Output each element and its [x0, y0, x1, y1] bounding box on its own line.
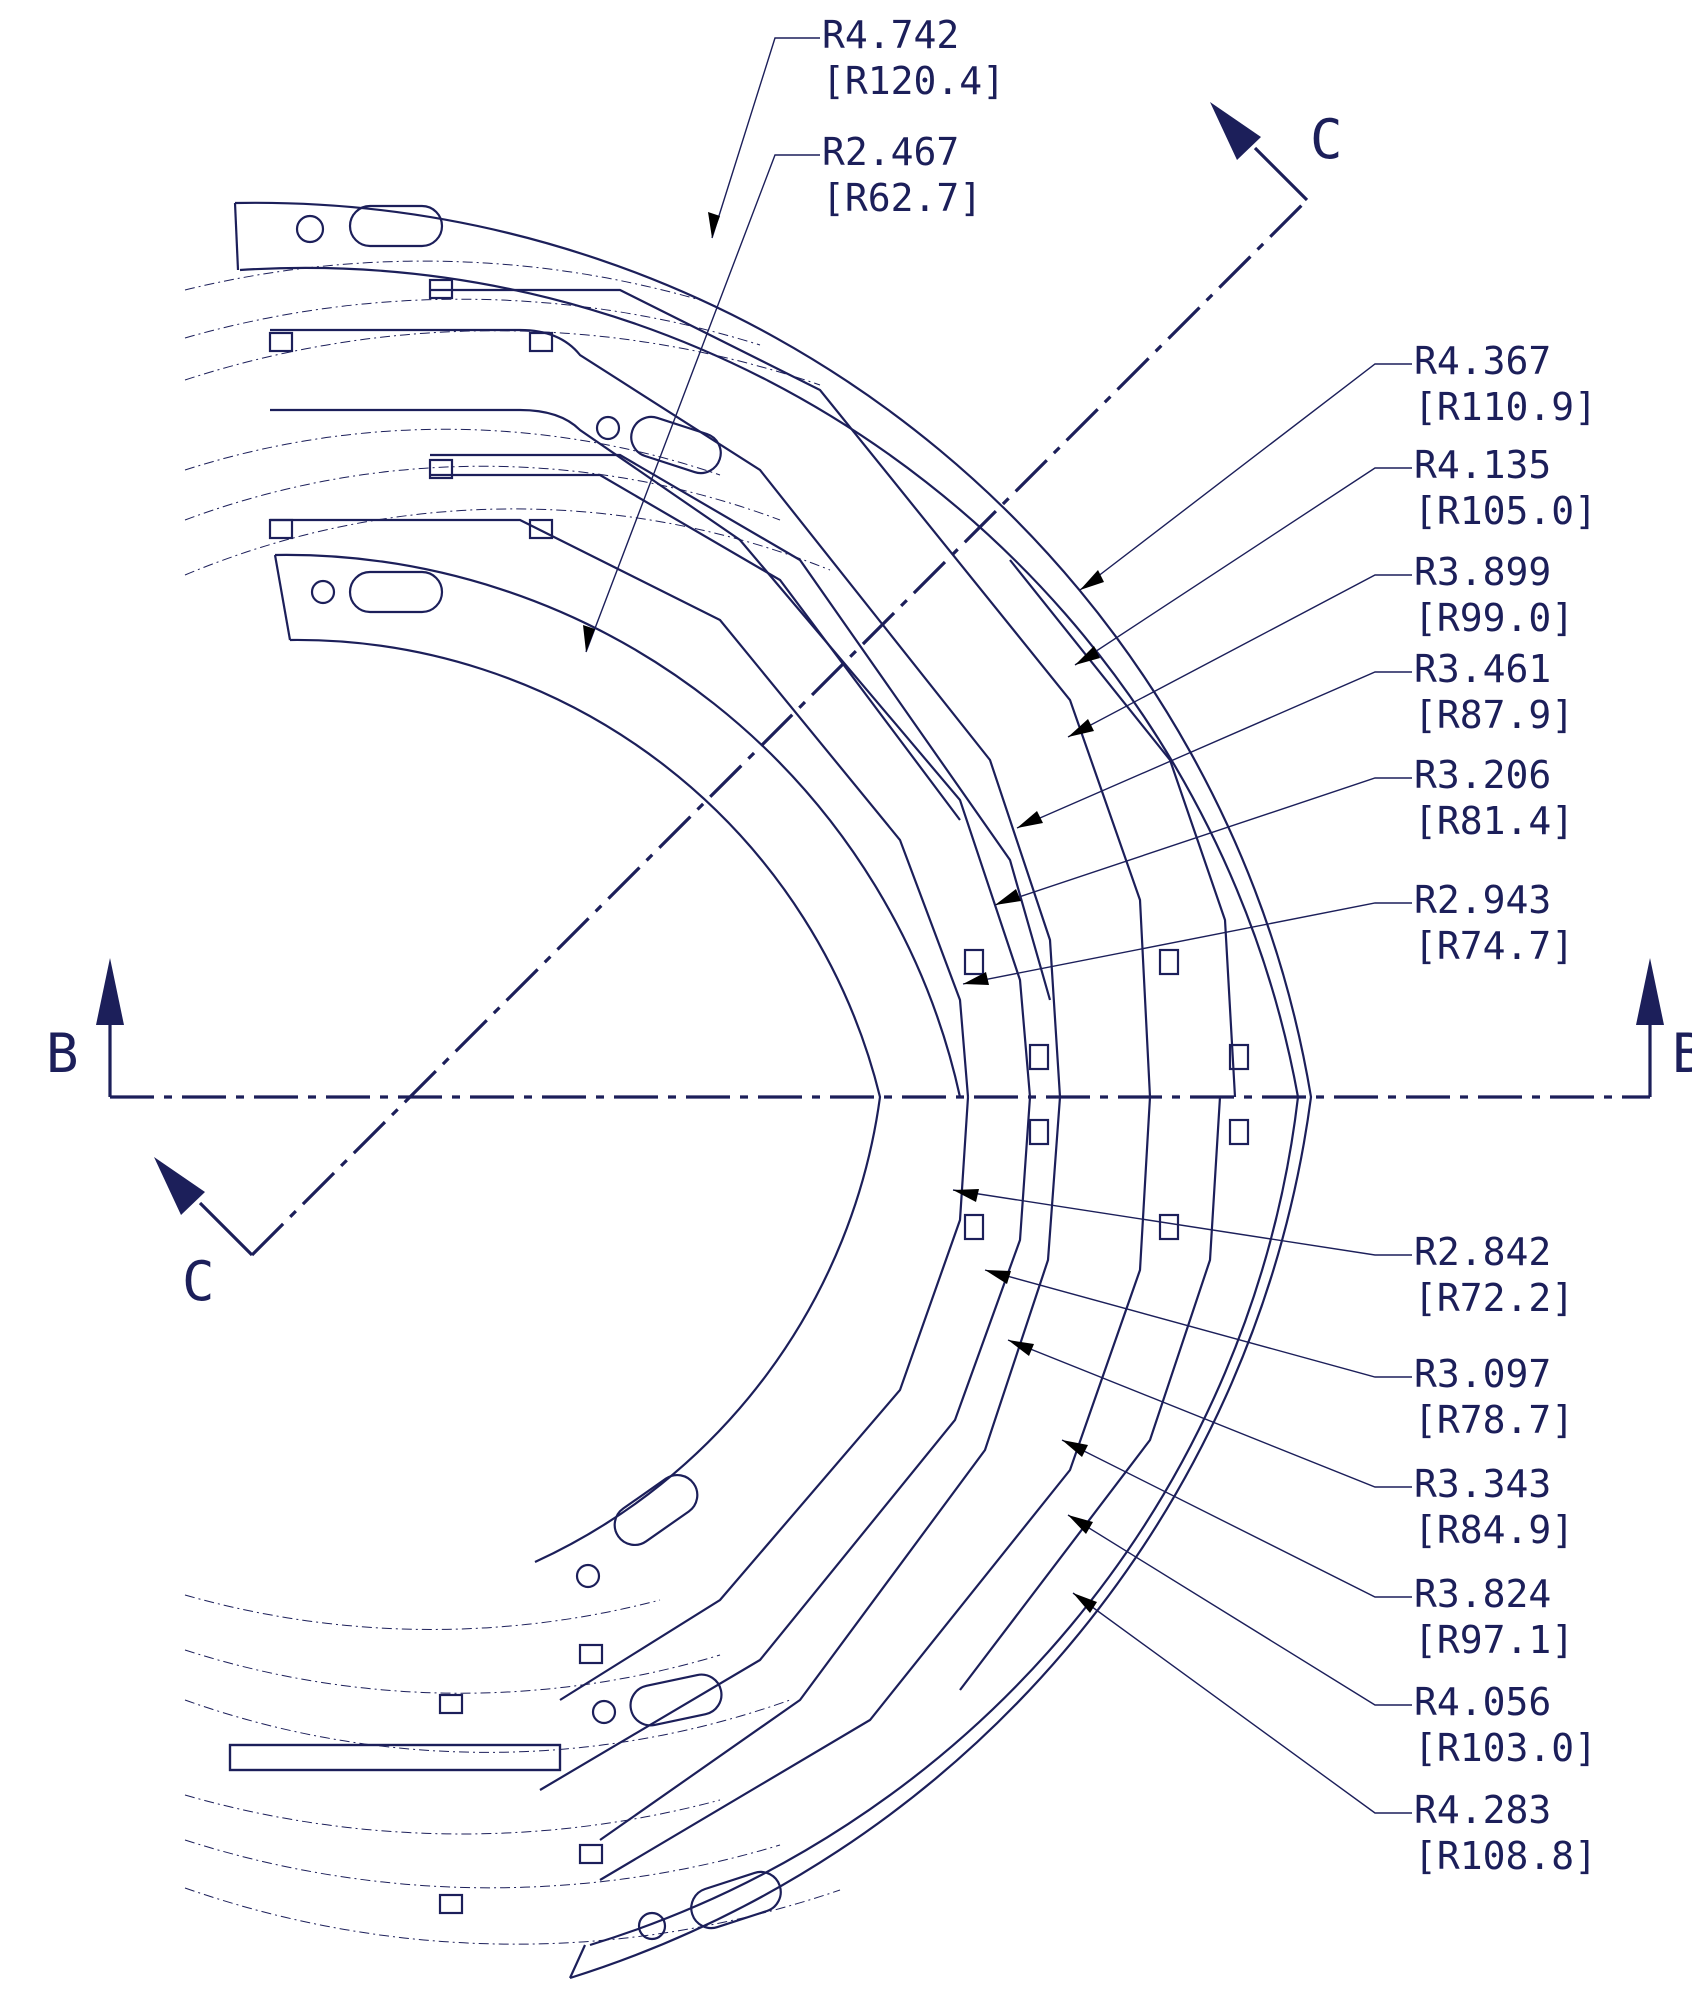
dim-r3206: R3.206 [R81.4] — [994, 753, 1574, 906]
dim-label-r3899-mm: [R99.0] — [1414, 596, 1574, 640]
dim-label-r3461-mm: [R87.9] — [1414, 693, 1574, 737]
section-label-b-right: B — [1672, 1022, 1692, 1085]
dim-r4283: R4.283 [R108.8] — [1072, 1592, 1597, 1878]
dim-label-r3461-in: R3.461 — [1414, 647, 1551, 691]
dim-label-r2842-mm: [R72.2] — [1414, 1276, 1574, 1320]
dim-label-r3097-in: R3.097 — [1414, 1352, 1551, 1396]
dim-r4135: R4.135 [R105.0] — [1074, 443, 1597, 666]
section-line-b: B B — [46, 958, 1692, 1099]
dim-label-r4283-in: R4.283 — [1414, 1788, 1551, 1832]
dim-r2842: R2.842 [R72.2] — [952, 1189, 1574, 1320]
dim-label-r3206-mm: [R81.4] — [1414, 799, 1574, 843]
dim-r3343: R3.343 [R84.9] — [1007, 1339, 1574, 1552]
construction-arcs — [184, 260, 841, 1945]
dim-r4056: R4.056 [R103.0] — [1067, 1514, 1597, 1770]
inner-ring — [273, 553, 962, 1589]
dim-label-r3824-mm: [R97.1] — [1414, 1618, 1574, 1662]
section-label-c-bottom: C — [182, 1250, 215, 1313]
dim-r2943: R2.943 [R74.7] — [962, 878, 1574, 985]
dim-label-r2467-mm: [R62.7] — [822, 176, 982, 220]
section-arrow-b-right — [1636, 958, 1664, 1025]
dim-label-r4135-in: R4.135 — [1414, 443, 1551, 487]
stacked-rings — [228, 278, 1250, 1915]
section-label-b-left: B — [46, 1022, 79, 1085]
dim-r2467: R2.467 [R62.7] — [583, 130, 982, 653]
dim-label-r2467-in: R2.467 — [822, 130, 959, 174]
dim-label-r4742-mm: [R120.4] — [822, 59, 1005, 103]
dim-label-r2842-in: R2.842 — [1414, 1230, 1551, 1274]
section-line-c: C C — [154, 102, 1343, 1313]
dim-label-r4742-in: R4.742 — [822, 13, 959, 57]
dim-r3461: R3.461 [R87.9] — [1016, 647, 1574, 829]
dim-r3899: R3.899 [R99.0] — [1067, 550, 1574, 738]
dim-label-r4056-in: R4.056 — [1414, 1680, 1551, 1724]
section-label-c-top: C — [1310, 108, 1343, 171]
dim-r3824: R3.824 [R97.1] — [1061, 1439, 1574, 1662]
dim-label-r3097-mm: [R78.7] — [1414, 1398, 1574, 1442]
dim-label-r3343-mm: [R84.9] — [1414, 1508, 1574, 1552]
dim-label-r2943-in: R2.943 — [1414, 878, 1551, 922]
dim-label-r3343-in: R3.343 — [1414, 1462, 1551, 1506]
section-arrow-b-left — [96, 958, 124, 1025]
outer-ring — [233, 201, 1313, 1980]
dim-label-r3899-in: R3.899 — [1414, 550, 1551, 594]
dim-r4742: R4.742 [R120.4] — [708, 13, 1005, 239]
dim-label-r4056-mm: [R103.0] — [1414, 1726, 1597, 1770]
dim-label-r3206-in: R3.206 — [1414, 753, 1551, 797]
dim-label-r4367-mm: [R110.9] — [1414, 385, 1597, 429]
dim-label-r4283-mm: [R108.8] — [1414, 1834, 1597, 1878]
dim-label-r4135-mm: [R105.0] — [1414, 489, 1597, 533]
dim-label-r4367-in: R4.367 — [1414, 339, 1551, 383]
dim-r4367: R4.367 [R110.9] — [1079, 339, 1597, 591]
section-arrow-c-bottom — [154, 1157, 205, 1215]
dim-label-r3824-in: R3.824 — [1414, 1572, 1551, 1616]
dim-label-r2943-mm: [R74.7] — [1414, 924, 1574, 968]
dim-r3097: R3.097 [R78.7] — [984, 1269, 1574, 1442]
section-arrow-c-top — [1210, 102, 1261, 160]
